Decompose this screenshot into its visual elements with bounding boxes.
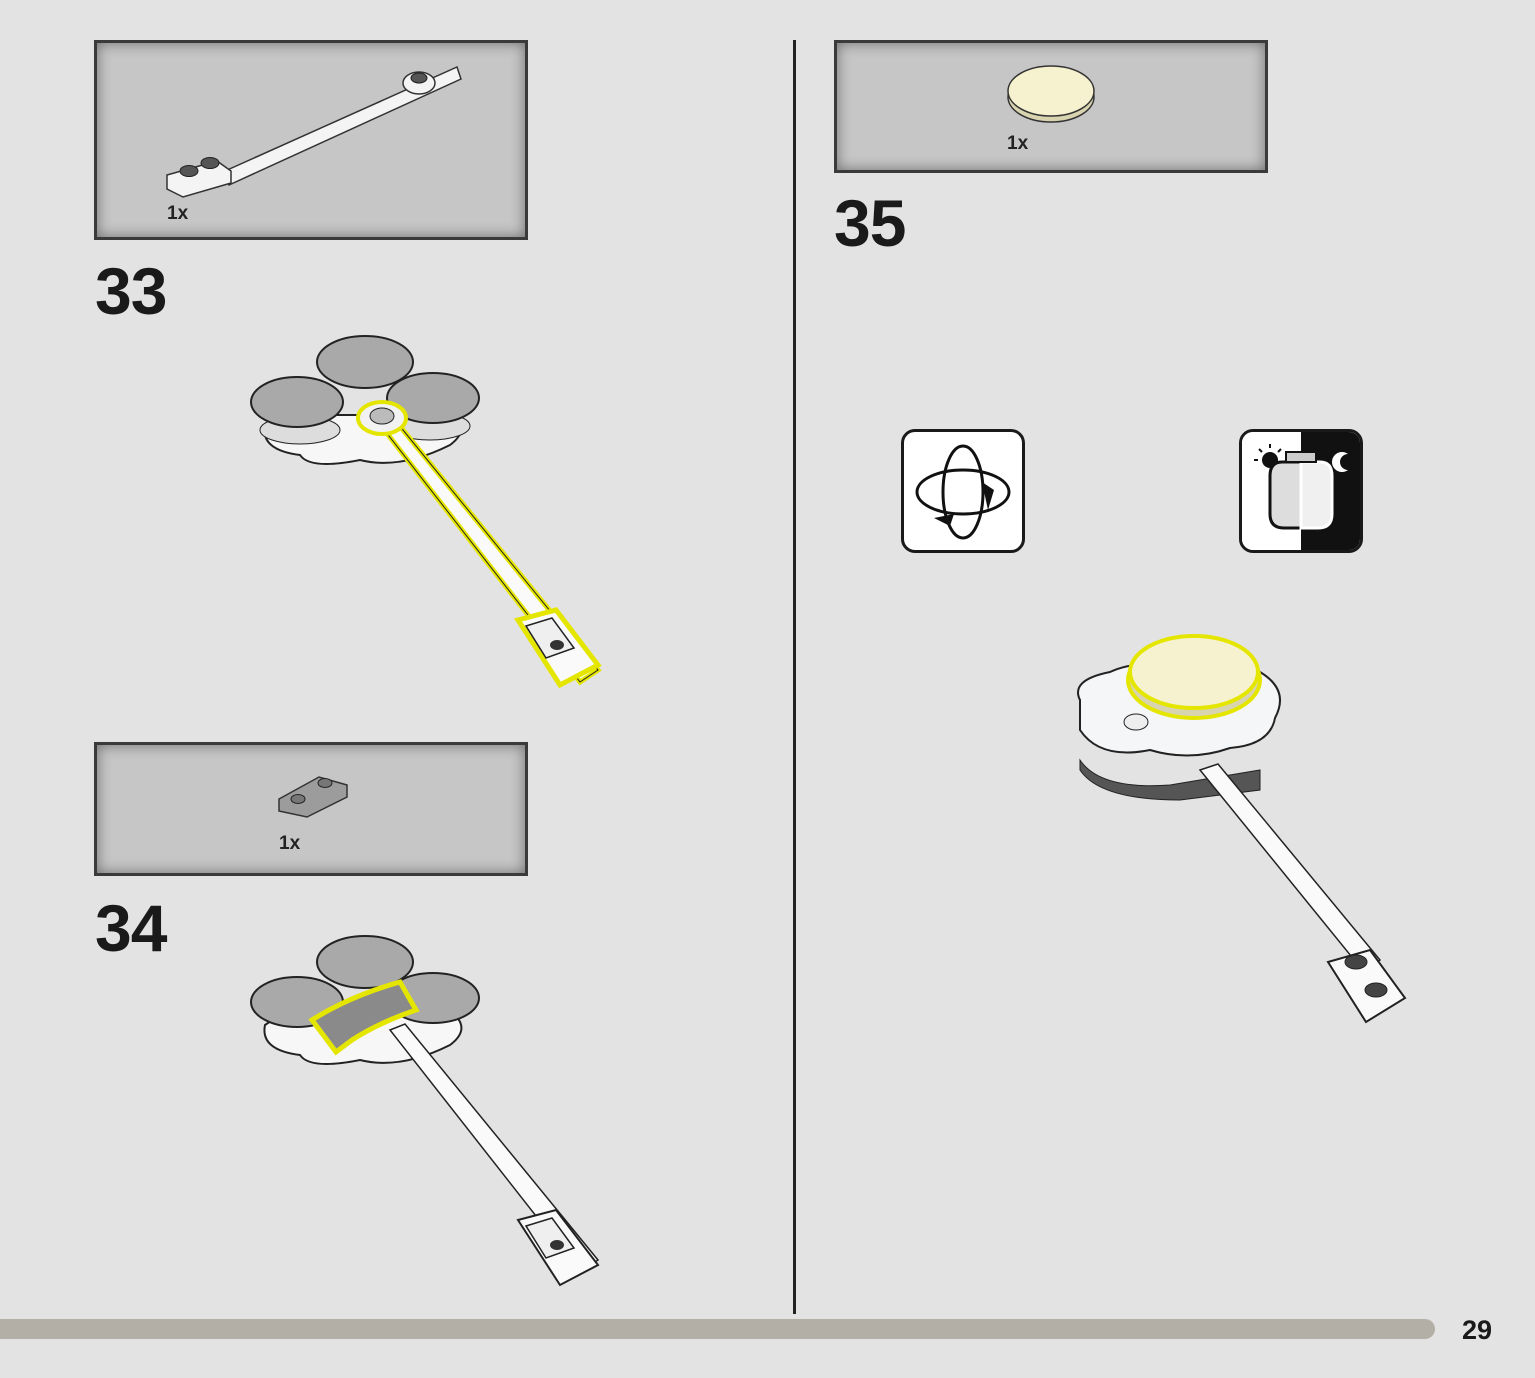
day-night-glow-icon: [1239, 429, 1363, 553]
step-33-model: [250, 335, 602, 689]
part-quantity: 1x: [279, 833, 301, 854]
parts-callout-step-33: 1x: [94, 40, 528, 240]
step-number: 35: [834, 186, 906, 260]
slope-part-image: [278, 776, 348, 818]
step-number: 33: [95, 254, 167, 328]
bar-part-image: [166, 65, 462, 198]
column-divider: [793, 40, 796, 1314]
part-quantity: 1x: [1007, 133, 1029, 154]
rotate-model-icon: [901, 429, 1025, 553]
step-35-model: [1077, 634, 1407, 1024]
parts-callout-step-35: 1x: [834, 40, 1268, 173]
page-progress-bar: [0, 1319, 1435, 1339]
parts-callout-step-34: 1x: [94, 742, 528, 876]
step-34-model: [250, 935, 600, 1287]
step-number: 34: [95, 891, 167, 965]
page-number: 29: [1462, 1315, 1493, 1345]
round-tile-part-image: [1007, 65, 1095, 123]
part-quantity: 1x: [167, 203, 189, 224]
